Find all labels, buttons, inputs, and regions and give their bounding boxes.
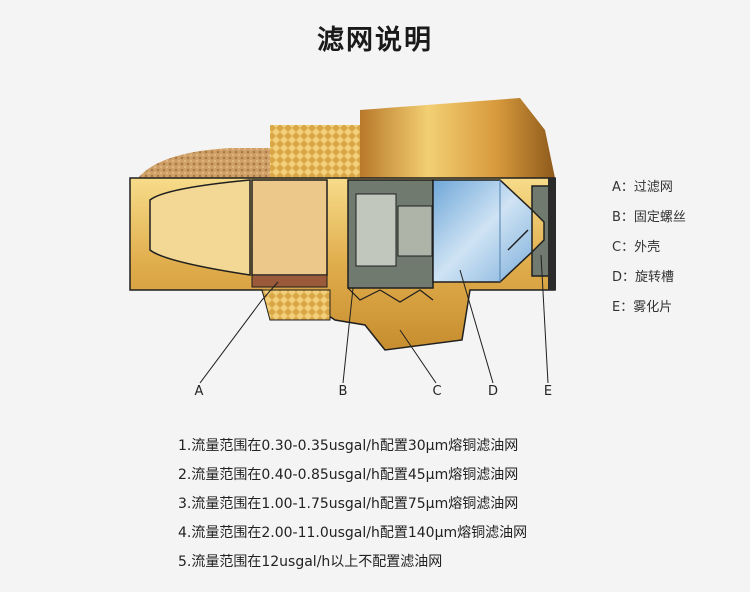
atomizer-rim <box>548 178 556 290</box>
legend-item-housing: C：外壳 <box>612 240 661 255</box>
nozzle-cross-section-diagram <box>129 98 556 384</box>
callout-e: E <box>543 384 553 399</box>
screw-inner-right <box>397 205 433 257</box>
leader-c <box>399 329 437 384</box>
leader-d <box>459 269 494 384</box>
parts-legend: A：过滤网 B：固定螺丝 C：外壳 D：旋转槽 E：雾化片 <box>612 173 742 323</box>
note-item: 5.流量范围在12usgal/h以上不配置滤油网 <box>178 554 443 570</box>
callout-d: D <box>487 384 498 399</box>
screw-inner-left <box>355 193 397 267</box>
legend-item-atomizer: E：雾化片 <box>612 300 673 315</box>
callout-b: B <box>338 384 348 399</box>
swirl-slot-line <box>507 229 529 251</box>
hex-nut <box>360 98 555 178</box>
filter-cap <box>149 179 251 276</box>
callout-a: A <box>194 384 204 399</box>
filter-base <box>251 274 328 288</box>
filter-notes-list: 1.流量范围在0.30-0.35usgal/h配置30μm熔铜滤油网 2.流量范… <box>178 432 718 577</box>
legend-item-filter: A：过滤网 <box>612 180 673 195</box>
legend-item-fixing-screw: B：固定螺丝 <box>612 210 686 225</box>
note-item: 3.流量范围在1.00-1.75usgal/h配置75μm熔铜滤油网 <box>178 496 519 512</box>
callout-c: C <box>432 384 442 399</box>
page-title: 滤网说明 <box>317 25 433 56</box>
screw-thread-edge <box>347 287 434 303</box>
sintered-filter-top <box>138 148 285 178</box>
leader-b <box>342 287 354 384</box>
filter-element-a <box>251 179 328 276</box>
leader-e <box>540 254 549 384</box>
legend-item-swirl-slot: D：旋转槽 <box>612 270 675 285</box>
note-item: 4.流量范围在2.00-11.0usgal/h配置140μm熔铜滤油网 <box>178 525 528 541</box>
swirl-slot-d <box>432 179 533 283</box>
leader-a <box>199 281 279 384</box>
note-item: 2.流量范围在0.40-0.85usgal/h配置45μm熔铜滤油网 <box>178 467 519 483</box>
note-item: 1.流量范围在0.30-0.35usgal/h配置30μm熔铜滤油网 <box>178 438 519 454</box>
lower-thread <box>261 289 331 321</box>
